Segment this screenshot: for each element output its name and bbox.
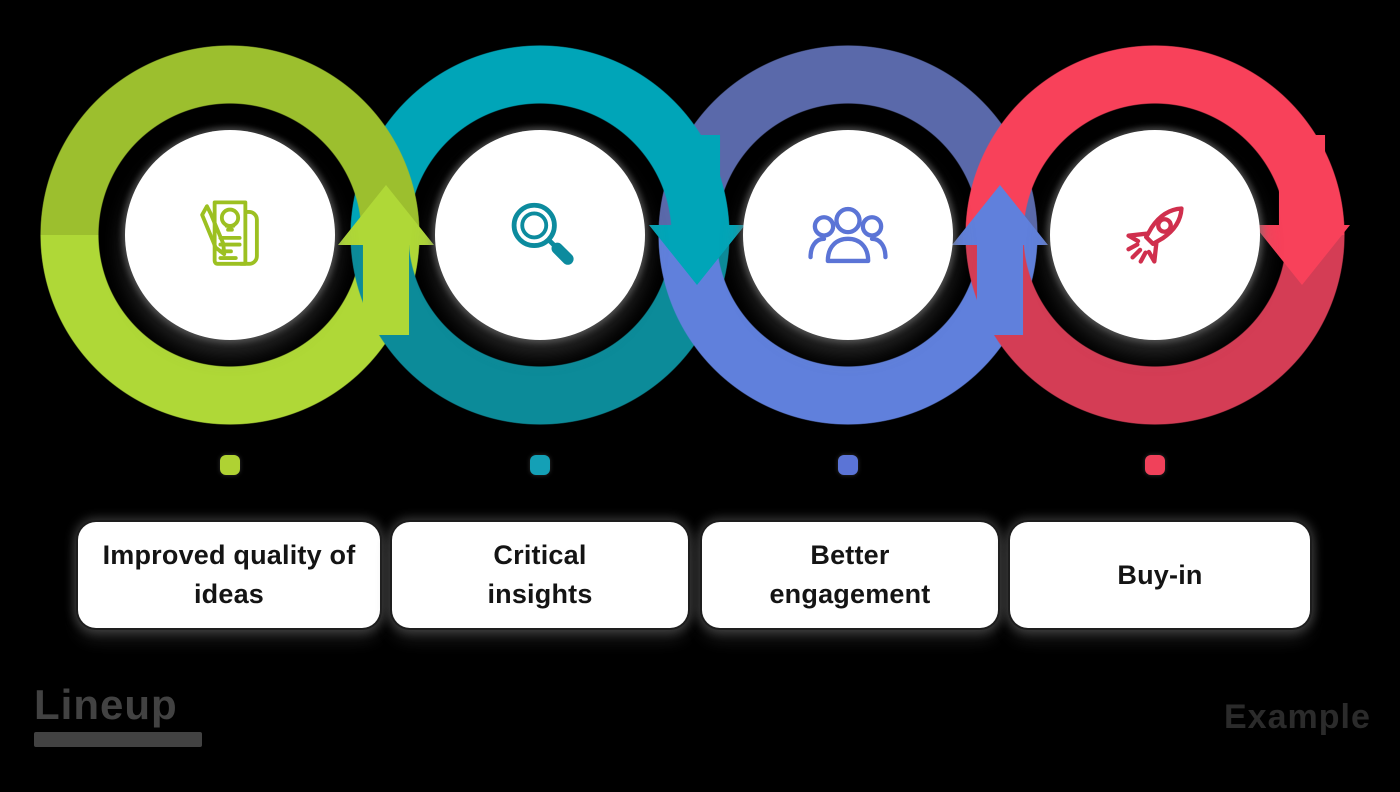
step-label-card: Critical insights (392, 522, 688, 628)
brand-logo-text: Lineup (34, 681, 178, 728)
team-icon (800, 187, 896, 283)
step-circle (125, 130, 335, 340)
step-swatch (1145, 455, 1165, 475)
step-swatch (530, 455, 550, 475)
step-label: Critical insights (487, 540, 593, 609)
idea-document-icon (182, 187, 278, 283)
step-swatch (220, 455, 240, 475)
step-label: Buy-in (1117, 559, 1203, 590)
step-label: Improved quality of ideas (102, 540, 356, 609)
step-label: Better engagement (769, 540, 931, 609)
step-circle (435, 130, 645, 340)
step-circle (1050, 130, 1260, 340)
brand-logo: Lineup (34, 682, 202, 747)
magnifier-icon (492, 187, 588, 283)
rocket-icon (1107, 187, 1203, 283)
step-circle (743, 130, 953, 340)
watermark-text: Example (1224, 698, 1371, 736)
step-label-card: Improved quality of ideas (78, 522, 380, 628)
step-swatch (838, 455, 858, 475)
step-label-card: Better engagement (702, 522, 998, 628)
brand-logo-bar (34, 732, 202, 747)
step-label-card: Buy-in (1010, 522, 1310, 628)
